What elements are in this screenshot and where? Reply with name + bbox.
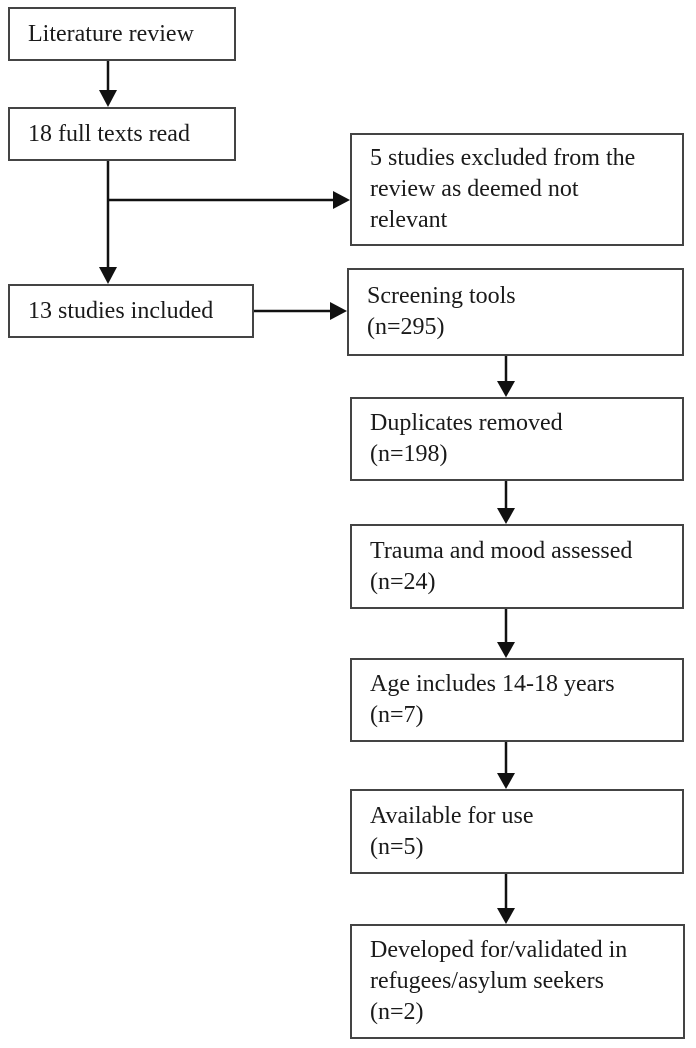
arrow-age-to-available xyxy=(497,742,515,789)
node-label: Trauma and mood assessed xyxy=(370,537,633,564)
node-full-texts-read: 18 full texts read xyxy=(8,107,236,161)
arrow-available-to-developed xyxy=(497,874,515,924)
node-label: 18 full texts read xyxy=(28,120,190,147)
arrow-fulltexts-to-excluded xyxy=(107,191,350,209)
node-label: relevant xyxy=(370,207,448,233)
node-count: (n=198) xyxy=(370,441,448,467)
node-label: Literature review xyxy=(28,20,194,47)
node-label: Screening tools xyxy=(367,283,516,309)
node-age-includes: Age includes 14-18 years (n=7) xyxy=(350,658,684,742)
node-count: (n=24) xyxy=(370,568,436,595)
arrow-included-to-screening xyxy=(254,302,347,320)
node-label: refugees/asylum seekers xyxy=(370,968,604,994)
node-literature-review: Literature review xyxy=(8,7,236,61)
node-screening-tools: Screening tools (n=295) xyxy=(347,268,684,356)
arrow-fulltexts-to-included xyxy=(99,161,117,284)
node-trauma-mood-assessed: Trauma and mood assessed (n=24) xyxy=(350,524,684,609)
node-label: review as deemed not xyxy=(370,176,579,202)
arrow-screening-to-duplicates xyxy=(497,356,515,397)
node-studies-excluded: 5 studies excluded from the review as de… xyxy=(350,133,684,246)
node-label: Duplicates removed xyxy=(370,410,563,436)
node-label: 13 studies included xyxy=(28,297,214,324)
arrow-trauma-to-age xyxy=(497,609,515,658)
node-developed-validated: Developed for/validated in refugees/asyl… xyxy=(350,924,685,1039)
arrow-duplicates-to-trauma xyxy=(497,481,515,524)
node-label: 5 studies excluded from the xyxy=(370,145,636,171)
node-available-for-use: Available for use (n=5) xyxy=(350,789,684,874)
node-label: Available for use xyxy=(370,802,534,829)
node-count: (n=7) xyxy=(370,702,424,728)
arrow-literature-to-fulltexts xyxy=(99,61,117,107)
node-count: (n=2) xyxy=(370,999,424,1025)
node-label: Developed for/validated in xyxy=(370,937,628,963)
node-count: (n=295) xyxy=(367,314,445,340)
node-label: Age includes 14-18 years xyxy=(370,671,615,697)
node-duplicates-removed: Duplicates removed (n=198) xyxy=(350,397,684,481)
node-studies-included: 13 studies included xyxy=(8,284,254,338)
node-count: (n=5) xyxy=(370,833,424,860)
